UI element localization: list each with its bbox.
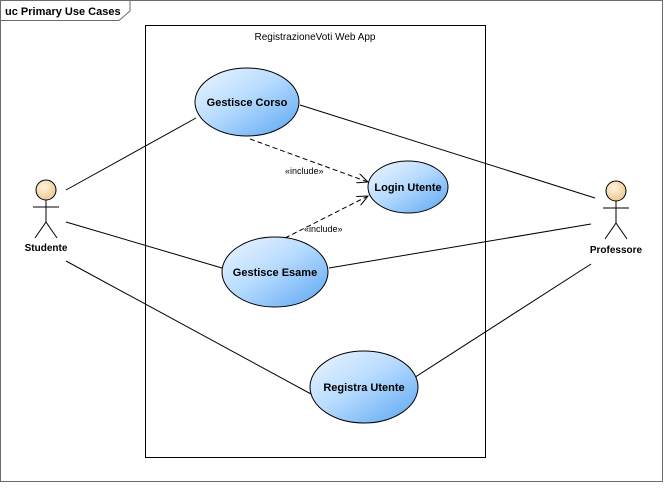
use-case-label: Registra Utente [323, 382, 404, 394]
use-case-gestisce-esame[interactable]: Gestisce Esame [221, 236, 329, 308]
actor-head-icon [35, 179, 57, 201]
association-professore-gestisce-esame [328, 223, 592, 269]
system-name: RegistrazioneVoti Web App [254, 32, 375, 43]
association-professore-gestisce-corso [299, 104, 596, 199]
association-studente-gestisce-corso [65, 117, 197, 191]
actor-professore[interactable]: Professore [590, 180, 643, 256]
actor-label: Professore [590, 245, 643, 256]
actor-head-icon [605, 180, 627, 202]
include-gestisce-corso-login [249, 138, 368, 182]
association-studente-gestisce-esame [65, 221, 223, 269]
use-case-label: Gestisce Esame [233, 267, 317, 279]
include-label-corso: «include» [285, 166, 324, 176]
association-studente-registra-utente [65, 260, 312, 395]
use-case-registra-utente[interactable]: Registra Utente [309, 350, 419, 424]
include-label-esame: «include» [304, 224, 343, 234]
use-case-gestisce-corso[interactable]: Gestisce Corso [194, 67, 300, 137]
use-case-label: Login Utente [374, 182, 441, 194]
association-professore-registra-utente [405, 263, 592, 384]
actor-studente[interactable]: Studente [25, 179, 68, 254]
frame-label: uc Primary Use Cases [5, 6, 121, 18]
use-case-login-utente[interactable]: Login Utente [367, 160, 449, 214]
frame-tab [0, 0, 131, 21]
use-case-label: Gestisce Corso [207, 97, 288, 109]
actor-label: Studente [25, 243, 68, 254]
